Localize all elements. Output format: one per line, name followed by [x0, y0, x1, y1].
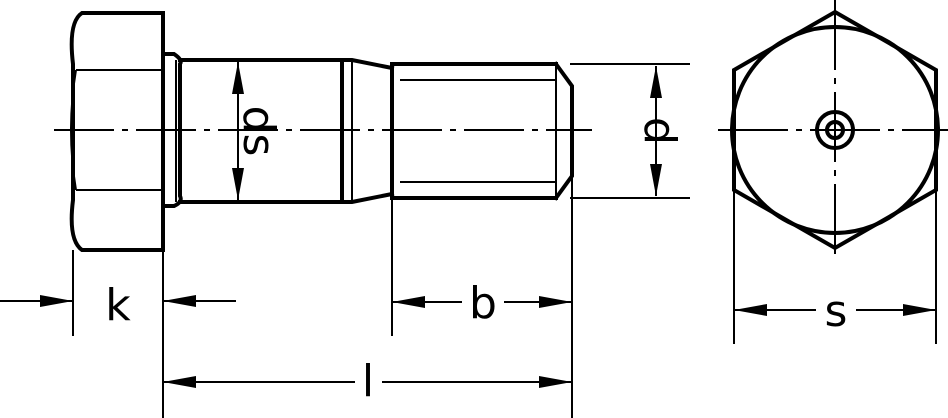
b-label: b — [469, 278, 497, 329]
ds-label: ds — [233, 106, 284, 157]
k-label: k — [105, 280, 131, 331]
center-axis-end — [718, 0, 948, 258]
l-dimension — [163, 376, 572, 388]
d-label: d — [634, 117, 685, 145]
d-dimension — [570, 63, 690, 199]
k-dimension — [0, 295, 236, 307]
extension-lines — [72, 176, 573, 418]
s-label: s — [825, 286, 848, 337]
l-label: l — [362, 356, 374, 407]
b-dimension — [392, 296, 572, 308]
s-dimension — [733, 190, 937, 344]
ds-dimension — [232, 62, 244, 200]
bolt-head-side — [69, 11, 165, 252]
